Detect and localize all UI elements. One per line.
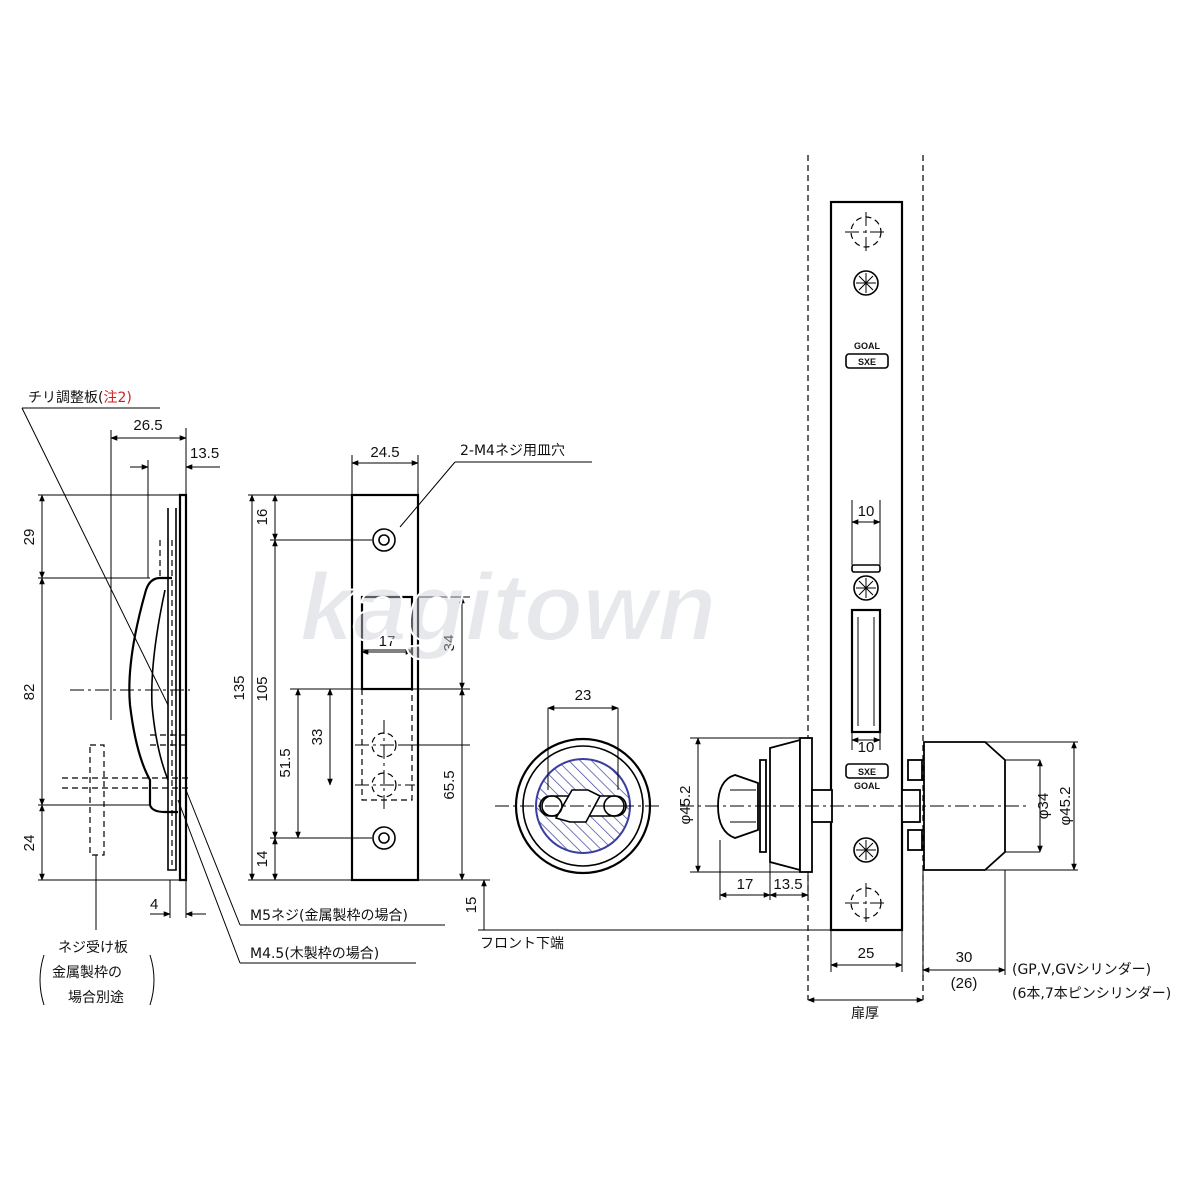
dim-29: 29 <box>21 529 38 546</box>
dim-33: 33 <box>309 729 326 746</box>
dim-phi45-2-left: φ45.2 <box>677 786 694 825</box>
stamp-bottom-brand: GOAL <box>854 781 881 791</box>
dim-82: 82 <box>21 684 38 701</box>
dim-13-5-bottom: 13.5 <box>773 876 802 893</box>
dim-23: 23 <box>575 687 592 704</box>
dim-4: 4 <box>150 896 158 913</box>
stamp-top-model: SXE <box>858 357 876 367</box>
dim-26-5: 26.5 <box>133 417 162 434</box>
cylinder-note-2: (6本,7本ピンシリンダー) <box>1012 986 1171 1002</box>
dim-16: 16 <box>254 509 271 526</box>
dim-17-strike: 17 <box>379 633 396 650</box>
door-thickness-label: 扉厚 <box>851 1006 879 1022</box>
hole-note-label: 2-M4ネジ用皿穴 <box>460 443 565 459</box>
dim-34: 34 <box>441 635 458 652</box>
screw-plate-label-3: 場合別途 <box>68 989 124 1006</box>
dim-65-5: 65.5 <box>441 770 458 799</box>
chiri-plate-label: チリ調整板(注2) <box>28 390 132 406</box>
dim-15: 15 <box>463 897 480 914</box>
dim-24: 24 <box>21 835 38 852</box>
dim-26-paren: (26) <box>951 975 978 992</box>
dim-phi45-2-right: φ45.2 <box>1057 787 1074 826</box>
dim-24-5: 24.5 <box>370 444 399 461</box>
screw-m5-label: M5ネジ(金属製枠の場合) <box>250 908 408 924</box>
dim-phi34: φ34 <box>1035 793 1052 819</box>
strike-front-view <box>248 455 832 931</box>
stamp-bottom-model: SXE <box>858 767 876 777</box>
dim-14: 14 <box>254 851 271 868</box>
screw-m45-label: M4.5(木製枠の場合) <box>250 946 379 962</box>
stamp-top-brand: GOAL <box>854 341 881 351</box>
door-section-view <box>680 155 1078 1003</box>
dim-30: 30 <box>956 949 973 966</box>
watermark-text: kagitown <box>300 554 716 661</box>
annotations: チリ調整板(注2) 2-M4ネジ用皿穴 M5ネジ(金属製枠の場合) M4.5(木… <box>28 341 1171 1022</box>
dimension-values: 26.5 13.5 29 82 24 4 24.5 16 135 105 14 … <box>21 417 1074 992</box>
dim-135: 135 <box>231 675 248 700</box>
cylinder-note-1: (GP,V,GVシリンダー) <box>1012 962 1151 978</box>
screw-plate-label-1: ネジ受け板 <box>58 940 128 956</box>
dim-51-5: 51.5 <box>277 748 294 777</box>
dim-10-mid: 10 <box>858 739 875 756</box>
dim-13-5-top: 13.5 <box>190 445 219 462</box>
dim-25: 25 <box>858 945 875 962</box>
front-bottom-label: フロント下端 <box>480 936 564 952</box>
dim-105: 105 <box>254 676 271 701</box>
note-2-ref: 注2 <box>103 390 126 406</box>
screw-plate-label-2: 金属製枠の <box>52 965 122 981</box>
cylinder-front-view <box>495 705 660 875</box>
dim-10-top: 10 <box>858 503 875 520</box>
dim-17-bottom: 17 <box>737 876 754 893</box>
strike-side-view <box>21 407 445 1006</box>
